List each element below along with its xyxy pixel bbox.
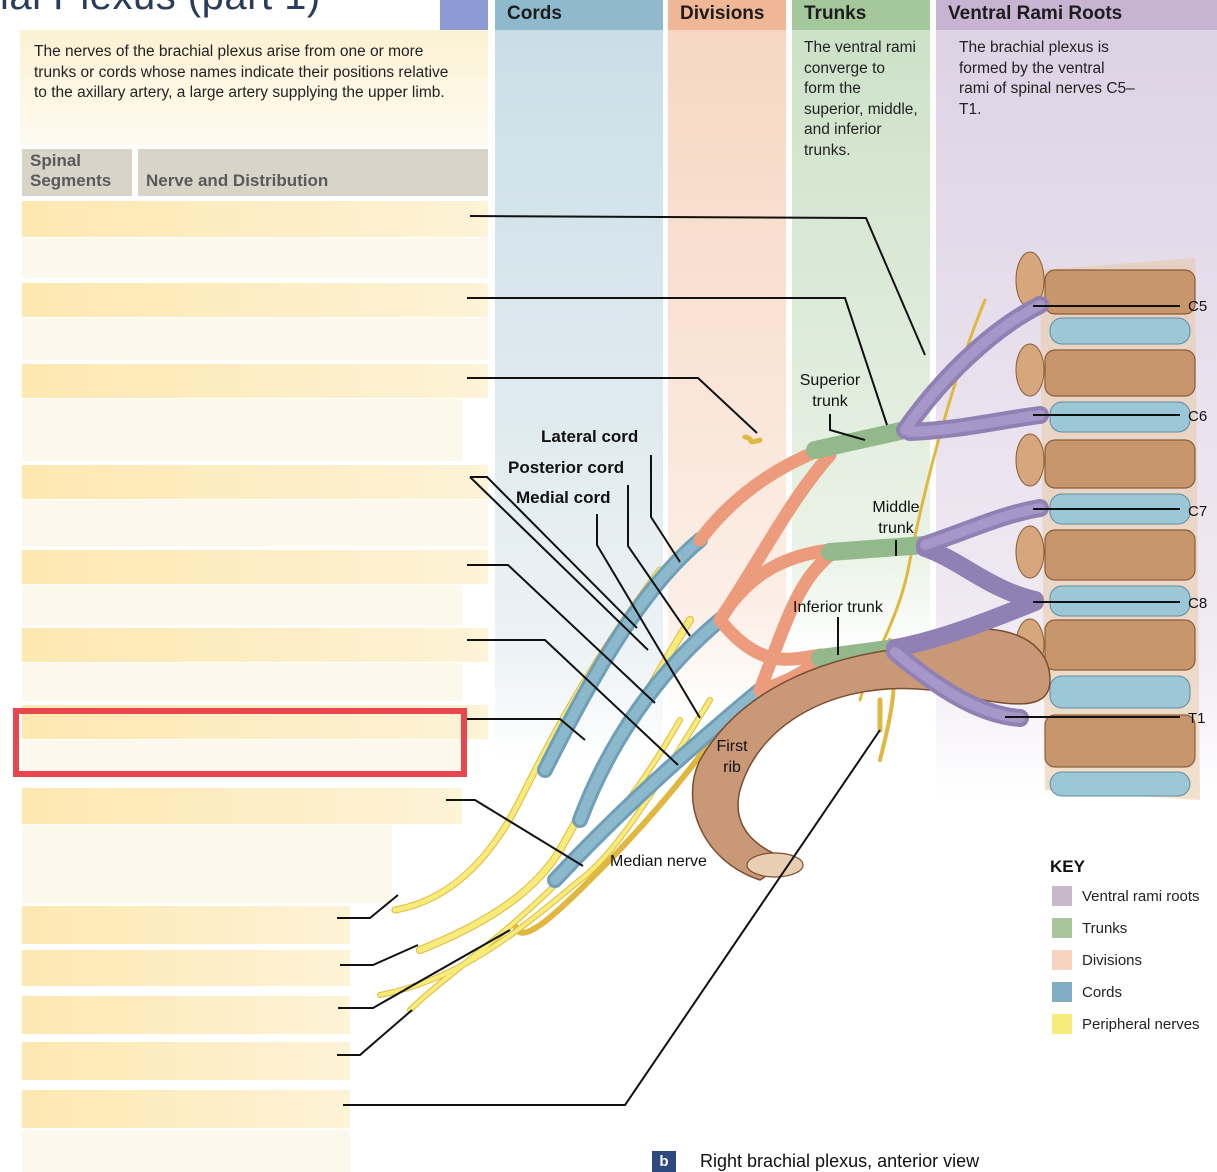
key-title: KEY xyxy=(1050,857,1085,876)
t1-label: T1 xyxy=(1188,710,1206,727)
table-row[interactable] xyxy=(22,550,488,584)
roots-column-header: Ventral Rami Roots xyxy=(936,0,1217,30)
table-row[interactable] xyxy=(22,628,488,662)
superior-trunk-label: Superior trunk xyxy=(799,372,861,410)
table-row[interactable] xyxy=(22,465,488,499)
roots-description-range: C5–T1. xyxy=(959,80,1135,118)
posterior-cord-label: Posterior cord xyxy=(508,458,625,477)
leader-lines xyxy=(337,215,1180,1106)
c8-label: C8 xyxy=(1188,595,1208,612)
divisions-column-header: Divisions xyxy=(668,0,786,30)
table-row xyxy=(22,500,488,546)
lateral-cord-label: Lateral cord xyxy=(541,427,639,446)
intro-background xyxy=(20,30,488,145)
page-title: ial Plexus (part 1) xyxy=(0,0,321,19)
table-row xyxy=(22,399,462,461)
table-row xyxy=(22,825,392,903)
key-item-peripheral-nerves: Peripheral nerves xyxy=(1052,1008,1217,1040)
table-row[interactable] xyxy=(22,283,488,317)
key-item-ventral-rami-roots: Ventral rami roots xyxy=(1052,880,1217,912)
key-item-trunks: Trunks xyxy=(1052,912,1217,944)
key-items: Ventral rami roots Trunks Divisions Cord… xyxy=(1040,877,1217,1040)
key-item-divisions: Divisions xyxy=(1052,944,1217,976)
roots-description-main: The brachial plexus is formed by the ven… xyxy=(959,39,1109,97)
medial-cord-label: Medial cord xyxy=(516,488,611,507)
divisions xyxy=(693,443,837,697)
title-accent-bar xyxy=(440,0,488,30)
table-row[interactable] xyxy=(22,906,350,944)
table-row[interactable] xyxy=(22,950,350,986)
intro-text: The nerves of the brachial plexus arise … xyxy=(34,43,449,101)
table-row[interactable] xyxy=(22,996,350,1034)
figure-caption: Right brachial plexus, anterior view xyxy=(700,1151,980,1171)
cords-column-header: Cords xyxy=(495,0,663,30)
key-item-cords: Cords xyxy=(1052,976,1217,1008)
table-row[interactable] xyxy=(22,788,462,824)
table-row xyxy=(22,1130,350,1172)
trunks-description: The ventral rami converge to form the su… xyxy=(804,39,918,159)
vertebral-column xyxy=(1015,251,1200,800)
first-rib-label: First rib xyxy=(716,738,748,776)
inferior-trunk-label: Inferior trunk xyxy=(793,599,883,616)
key-legend: KEY Ventral rami roots Trunks Divisions … xyxy=(1040,848,1217,1038)
spinal-segments-header: Spinal Segments xyxy=(22,149,132,196)
c6-label: C6 xyxy=(1188,408,1208,425)
table-row xyxy=(22,238,488,278)
roots-description: The brachial plexus is formed by the ven… xyxy=(959,38,1139,120)
table-row[interactable] xyxy=(22,201,488,237)
table-row xyxy=(22,585,462,625)
table-row xyxy=(22,663,462,701)
c7-label: C7 xyxy=(1188,503,1208,520)
table-row[interactable] xyxy=(22,1042,350,1080)
table-row[interactable] xyxy=(22,364,488,398)
divisions-band xyxy=(668,30,786,710)
nerve-distribution-header: Nerve and Distribution xyxy=(138,149,488,196)
trunks-column-header: Trunks xyxy=(792,0,930,30)
c5-label: C5 xyxy=(1188,298,1208,315)
table-row[interactable] xyxy=(22,1090,350,1128)
middle-trunk-label: Middle trunk xyxy=(872,499,920,537)
table-row xyxy=(22,318,488,360)
caption-badge: b xyxy=(652,1151,676,1172)
trunks xyxy=(806,421,934,667)
median-nerve-label: Median nerve xyxy=(610,853,707,870)
highlight-box xyxy=(13,708,467,777)
